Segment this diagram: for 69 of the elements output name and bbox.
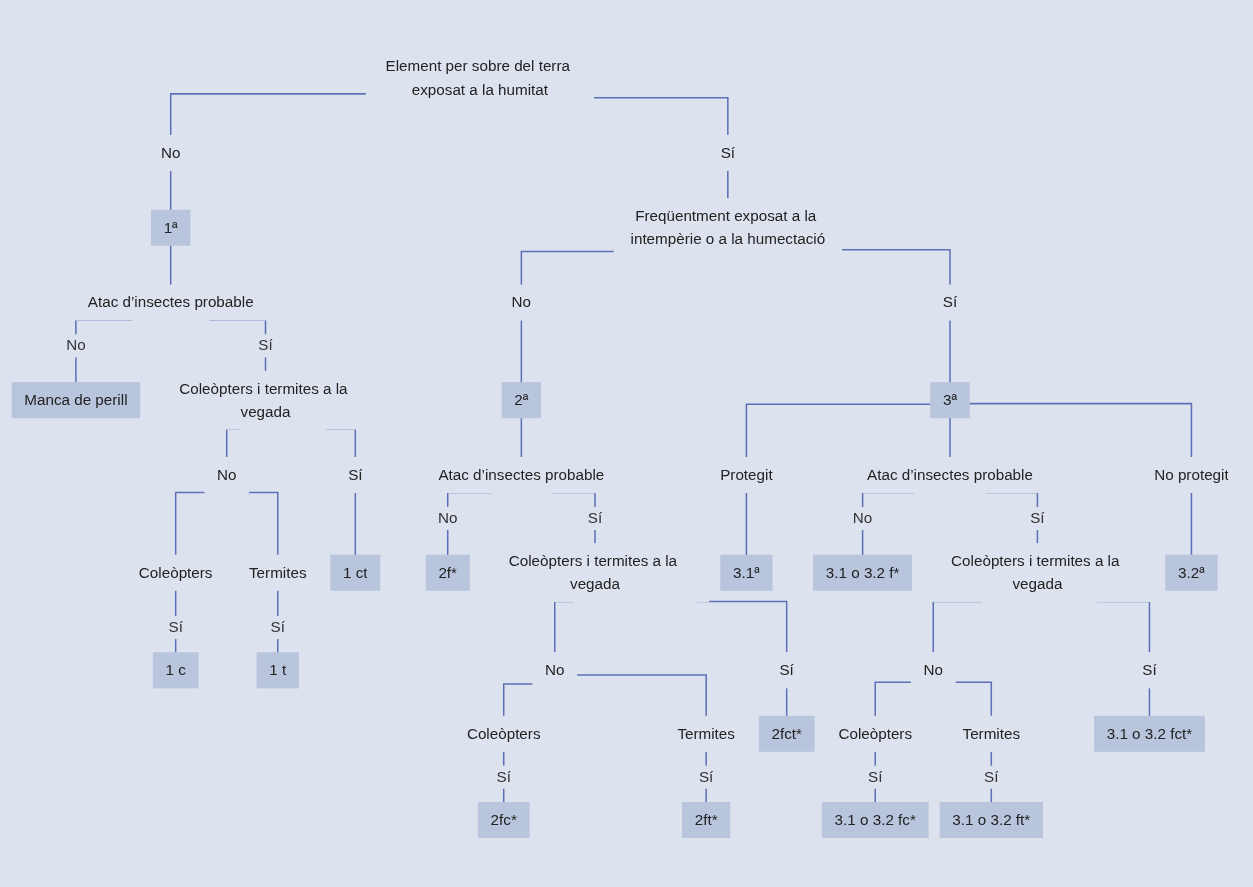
edge-label: Sí	[587, 508, 603, 527]
connector	[727, 169, 729, 200]
connector	[246, 491, 279, 557]
edge-label: Sí	[258, 336, 273, 354]
edge-label: Sí	[496, 767, 511, 785]
node-box: 1ª	[151, 209, 191, 246]
node-text: No	[217, 465, 237, 484]
node-box: 3.1ª	[720, 554, 773, 591]
connector	[502, 750, 505, 804]
edge-label: Sí	[1030, 508, 1045, 527]
node-box: 2ª	[501, 382, 542, 419]
edge-label: Sí	[168, 618, 183, 636]
node-text: Termites	[962, 724, 1021, 742]
connector	[277, 589, 279, 654]
node-box: 2fc*	[477, 802, 530, 839]
node-text: No protegit	[1154, 465, 1229, 484]
edge-label: Sí	[698, 767, 714, 785]
edge-label: Sí	[270, 618, 285, 636]
node-text: Sí	[779, 661, 794, 679]
node-text: No	[923, 661, 944, 679]
node-box: 3.2ª	[1165, 554, 1218, 591]
node-box: 2ft*	[682, 802, 731, 839]
node-box: 1 t	[256, 652, 299, 689]
connector	[169, 93, 367, 137]
connector	[1190, 491, 1193, 557]
node-text: Termites	[677, 724, 735, 742]
node-text: No	[160, 143, 181, 161]
node-box: 3.1 o 3.2 ft*	[939, 802, 1043, 839]
edge-label: Sí	[984, 767, 999, 785]
connector	[949, 417, 951, 459]
edge-label: No	[437, 508, 458, 527]
node-text: Termites	[249, 563, 307, 581]
node-box: 1 c	[152, 652, 199, 689]
connector	[354, 491, 357, 557]
node-text: Coleòpters	[838, 724, 913, 742]
node-box: Manca de perill	[11, 382, 141, 419]
node-text: No	[511, 293, 532, 311]
node-box: 2fct*	[758, 715, 815, 752]
edge-label: Sí	[868, 767, 883, 785]
node-text: Sí	[348, 465, 363, 484]
node-box: 3.1 o 3.2 f*	[813, 554, 913, 591]
node-text: Freqüentment exposat a la intempèrie o a la humectació	[630, 207, 826, 248]
connector	[169, 244, 172, 286]
node-box: 3.1 o 3.2 fc*	[821, 802, 929, 839]
node-text: Coleòpters i termites a la vegada	[508, 552, 678, 593]
node-text: Sí	[1142, 661, 1157, 679]
node-text: Protegit	[720, 465, 773, 484]
node-box: 1 ct	[330, 554, 381, 591]
node-text: Sí	[942, 293, 958, 311]
node-text: Element per sobre del terra exposat a la humitat	[385, 57, 570, 98]
connector	[174, 491, 207, 557]
edge-label: No	[852, 508, 873, 527]
connector	[745, 491, 748, 557]
connector	[169, 169, 172, 212]
connector	[174, 589, 177, 654]
connector	[1148, 687, 1151, 718]
node-text: Coleòpters	[466, 724, 541, 742]
node-box: 3ª	[930, 382, 970, 419]
node-box: 3.1 o 3.2 fct*	[1094, 715, 1205, 752]
node-text: Coleòpters	[138, 563, 213, 581]
node-box: 2f*	[425, 554, 470, 591]
connector	[520, 319, 523, 384]
node-text: Sí	[720, 143, 736, 161]
connector	[785, 687, 788, 718]
connector	[949, 319, 951, 384]
node-text: No	[545, 661, 565, 679]
connector	[520, 417, 523, 459]
connector	[520, 250, 615, 286]
edge-label: No	[66, 336, 86, 354]
